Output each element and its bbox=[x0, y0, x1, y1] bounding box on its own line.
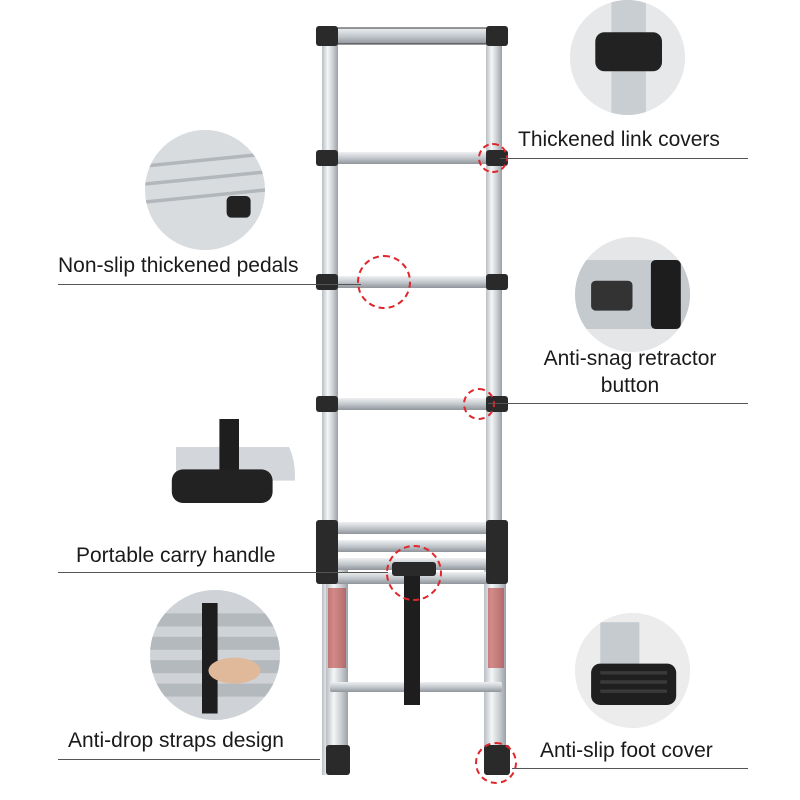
label-pedals: Non-slip thickened pedals bbox=[58, 254, 299, 277]
label-foot-cover: Anti-slip foot cover bbox=[540, 739, 713, 762]
foot-cover-detail-image bbox=[575, 613, 690, 728]
label-straps: Anti-drop straps design bbox=[68, 729, 284, 752]
callout-foot bbox=[475, 742, 517, 784]
rule-foot-cover bbox=[512, 768, 748, 769]
carry-handle-detail-image bbox=[155, 405, 295, 545]
pedal-detail-image bbox=[145, 130, 265, 250]
rule-pedals bbox=[58, 284, 361, 285]
rule-carry-handle bbox=[58, 572, 388, 573]
label-retractor-line2: button bbox=[600, 374, 660, 398]
retractor-button-detail-image bbox=[575, 237, 690, 352]
label-retractor-line1: Anti-snag retractor bbox=[543, 347, 717, 370]
label-link-covers: Thickened link covers bbox=[518, 128, 720, 151]
callout-pedals bbox=[357, 255, 411, 309]
rule-link-covers bbox=[500, 158, 748, 159]
label-retractor: Anti-snag retractor button bbox=[530, 345, 730, 400]
callout-retractor bbox=[463, 388, 495, 420]
callout-handle bbox=[386, 545, 442, 601]
rule-retractor bbox=[488, 403, 748, 404]
straps-detail-image bbox=[150, 590, 280, 720]
link-cover-detail-image bbox=[570, 0, 685, 115]
label-carry-handle: Portable carry handle bbox=[76, 544, 276, 567]
rule-straps bbox=[58, 759, 320, 760]
